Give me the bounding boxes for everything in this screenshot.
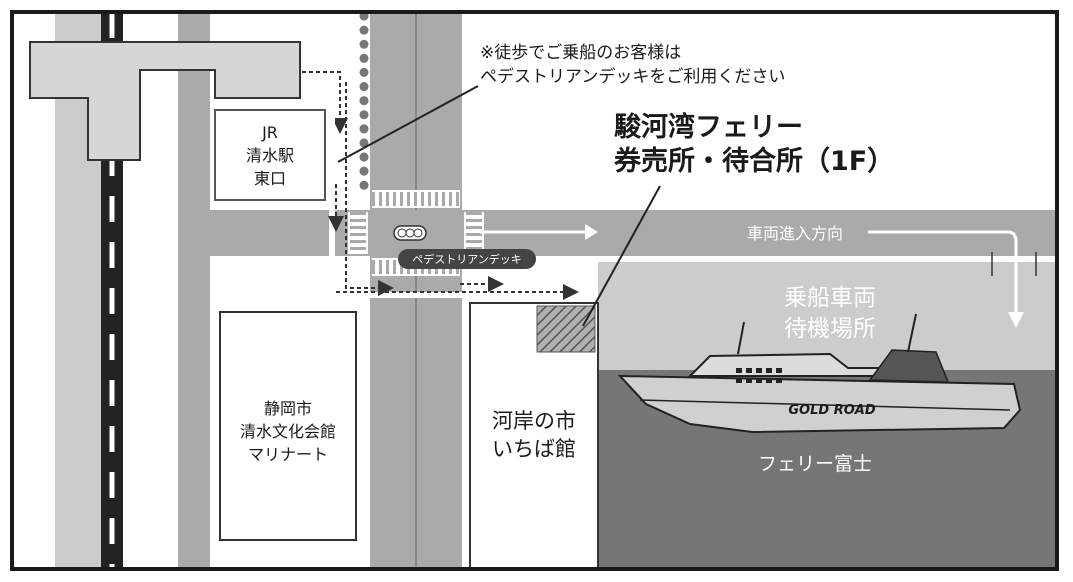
station-line-2: 清水駅 [246,146,294,165]
culture-hall-line-1: 静岡市 [264,399,312,418]
notice-line-2: ペデストリアンデッキをご利用ください [480,66,785,87]
crosswalk-north [372,190,460,208]
station-line-1: JR [261,123,278,142]
road-left [178,12,210,569]
walking-route [302,71,579,300]
crosswalk-west [348,212,368,254]
market-line-1: 河岸の市 [492,409,576,433]
notice-line-1: ※徒歩でご乗船のお客様は [480,43,681,63]
waiting-area-line-2: 待機場所 [784,316,876,342]
ticket-office-marker [536,305,596,353]
ship-name: フェリー富士 [758,453,872,475]
culture-hall-line-3: マリナート [248,445,328,464]
deck-label-pill [398,249,536,269]
waiting-area-line-1: 乗船車両 [784,285,876,311]
deck-label: ペデストリアンデッキ [412,252,522,266]
vehicle-direction-label: 車両進入方向 [747,224,843,243]
ferry-ship-icon [617,313,1022,434]
waiting-area-block [598,262,1057,370]
station-building [29,41,301,161]
traffic-light-icon [393,225,427,241]
culture-hall-building [219,311,357,541]
crosswalk-east [464,212,484,254]
terminal-leader-line [582,185,661,327]
station-line-3: 東口 [254,169,286,188]
map-frame [10,10,1059,571]
terminal-line-2: 券売所・待合所（1F） [614,145,894,177]
station-east-exit-box [214,109,326,201]
notice-leader-line [337,85,479,163]
ship-hull-text: GOLD ROAD [788,403,875,418]
market-line-2: いちば館 [492,437,576,461]
terminal-line-1: 駿河湾フェリー [614,111,803,143]
vehicle-direction-arrow [480,224,1037,328]
culture-hall-line-2: 清水文化会館 [240,422,336,441]
